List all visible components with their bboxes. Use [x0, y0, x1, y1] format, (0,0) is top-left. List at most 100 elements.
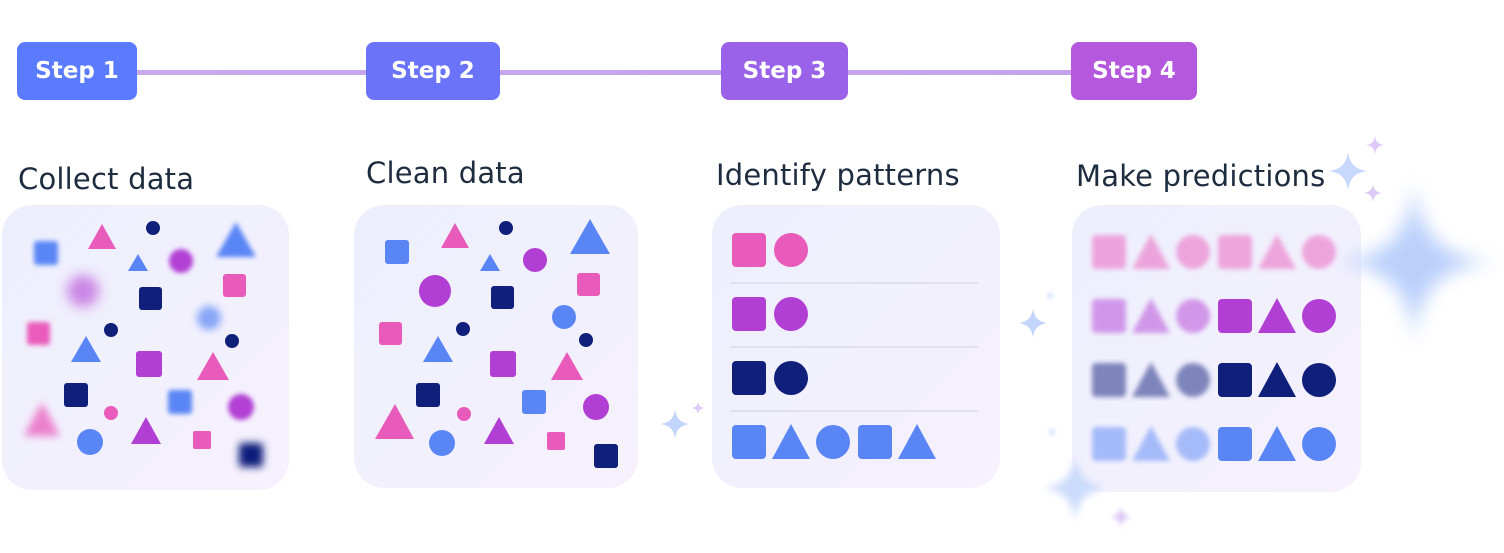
square-shape — [1092, 427, 1126, 461]
square-shape — [1092, 363, 1126, 397]
triangle-shape — [197, 352, 229, 380]
stage-title-patterns: Identify patterns — [716, 158, 960, 192]
sparkle-icon — [661, 410, 689, 438]
circle-shape — [77, 429, 103, 455]
square-shape — [1218, 363, 1252, 397]
sparkle-decorations — [661, 136, 1494, 528]
prediction-rows — [1092, 234, 1336, 461]
step-3-badge[interactable]: Step 3 — [721, 42, 848, 100]
square-shape — [136, 351, 162, 377]
card-clean-data — [354, 205, 638, 488]
circle-shape — [419, 275, 451, 307]
circle-shape — [429, 430, 455, 456]
square-shape — [139, 287, 162, 310]
triangle-shape — [772, 424, 810, 459]
square-shape — [577, 273, 600, 296]
square-shape — [1092, 235, 1126, 269]
sparkle-icon — [1110, 506, 1132, 528]
circle-shape — [104, 323, 118, 337]
square-shape — [1218, 235, 1252, 269]
square-shape — [416, 383, 440, 407]
triangle-shape — [1258, 426, 1296, 461]
scattered-shapes-raw — [24, 221, 263, 467]
sparkle-icon — [1329, 152, 1367, 190]
stage-title-collect: Collect data — [18, 162, 195, 196]
square-shape — [64, 383, 88, 407]
square-shape — [1092, 299, 1126, 333]
triangle-shape — [1132, 298, 1170, 333]
step-1-badge[interactable]: Step 1 — [17, 42, 137, 100]
square-shape — [1218, 427, 1252, 461]
circle-shape — [816, 425, 850, 459]
triangle-shape — [375, 404, 414, 439]
circle-shape — [583, 394, 609, 420]
square-shape — [858, 425, 892, 459]
triangle-shape — [24, 402, 60, 436]
square-shape — [239, 443, 263, 467]
triangle-shape — [1132, 234, 1170, 269]
circle-shape — [1176, 299, 1210, 333]
square-shape — [594, 444, 618, 468]
sparkle-icon — [692, 402, 704, 414]
step-4-badge[interactable]: Step 4 — [1071, 42, 1197, 100]
circle-shape — [579, 333, 593, 347]
triangle-shape — [551, 352, 583, 380]
circle-shape — [523, 248, 547, 272]
triangle-shape — [131, 417, 161, 444]
sparkle-icon — [1364, 184, 1382, 202]
card-make-predictions — [1072, 205, 1361, 492]
square-shape — [168, 390, 192, 414]
triangle-shape — [570, 219, 610, 254]
circle-shape — [67, 275, 99, 307]
circle-shape — [774, 297, 808, 331]
circle-shape — [774, 233, 808, 267]
circle-shape — [197, 306, 221, 330]
pattern-row-dividers — [730, 282, 978, 412]
square-shape — [223, 274, 246, 297]
step-connector-line — [130, 70, 1090, 75]
triangle-shape — [88, 224, 116, 249]
circle-shape — [1302, 235, 1336, 269]
circle-shape — [552, 305, 576, 329]
square-shape — [732, 233, 766, 267]
triangle-shape — [1132, 362, 1170, 397]
sparkle-icon — [1366, 136, 1384, 154]
triangle-shape — [1258, 298, 1296, 333]
sparkle-dot — [1049, 429, 1055, 435]
sparkle-icon — [1044, 456, 1106, 520]
circle-shape — [1302, 427, 1336, 461]
square-shape — [1218, 299, 1252, 333]
circle-shape — [774, 361, 808, 395]
triangle-shape — [216, 222, 256, 257]
circle-shape — [1302, 299, 1336, 333]
circle-shape — [225, 334, 239, 348]
circle-shape — [1176, 427, 1210, 461]
circle-shape — [1302, 363, 1336, 397]
square-shape — [732, 297, 766, 331]
triangle-shape — [128, 254, 148, 271]
triangle-shape — [441, 223, 469, 248]
triangle-shape — [71, 336, 101, 362]
square-shape — [522, 390, 546, 414]
step-2-badge[interactable]: Step 2 — [366, 42, 500, 100]
pattern-rows — [732, 233, 936, 459]
circle-shape — [228, 394, 254, 420]
square-shape — [193, 431, 211, 449]
square-shape — [732, 425, 766, 459]
circle-shape — [169, 249, 193, 273]
circle-shape — [1176, 363, 1210, 397]
circle-shape — [457, 407, 471, 421]
triangle-shape — [423, 336, 453, 362]
sparkle-dot — [1047, 293, 1053, 299]
stage-title-clean: Clean data — [366, 156, 525, 190]
square-shape — [547, 432, 565, 450]
stage-title-predictions: Make predictions — [1076, 159, 1326, 193]
circle-shape — [456, 322, 470, 336]
circle-shape — [499, 221, 513, 235]
triangle-shape — [1132, 426, 1170, 461]
circle-shape — [104, 406, 118, 420]
card-collect-data — [2, 205, 289, 490]
triangle-shape — [484, 417, 514, 444]
sparkle-icon — [1334, 182, 1494, 342]
